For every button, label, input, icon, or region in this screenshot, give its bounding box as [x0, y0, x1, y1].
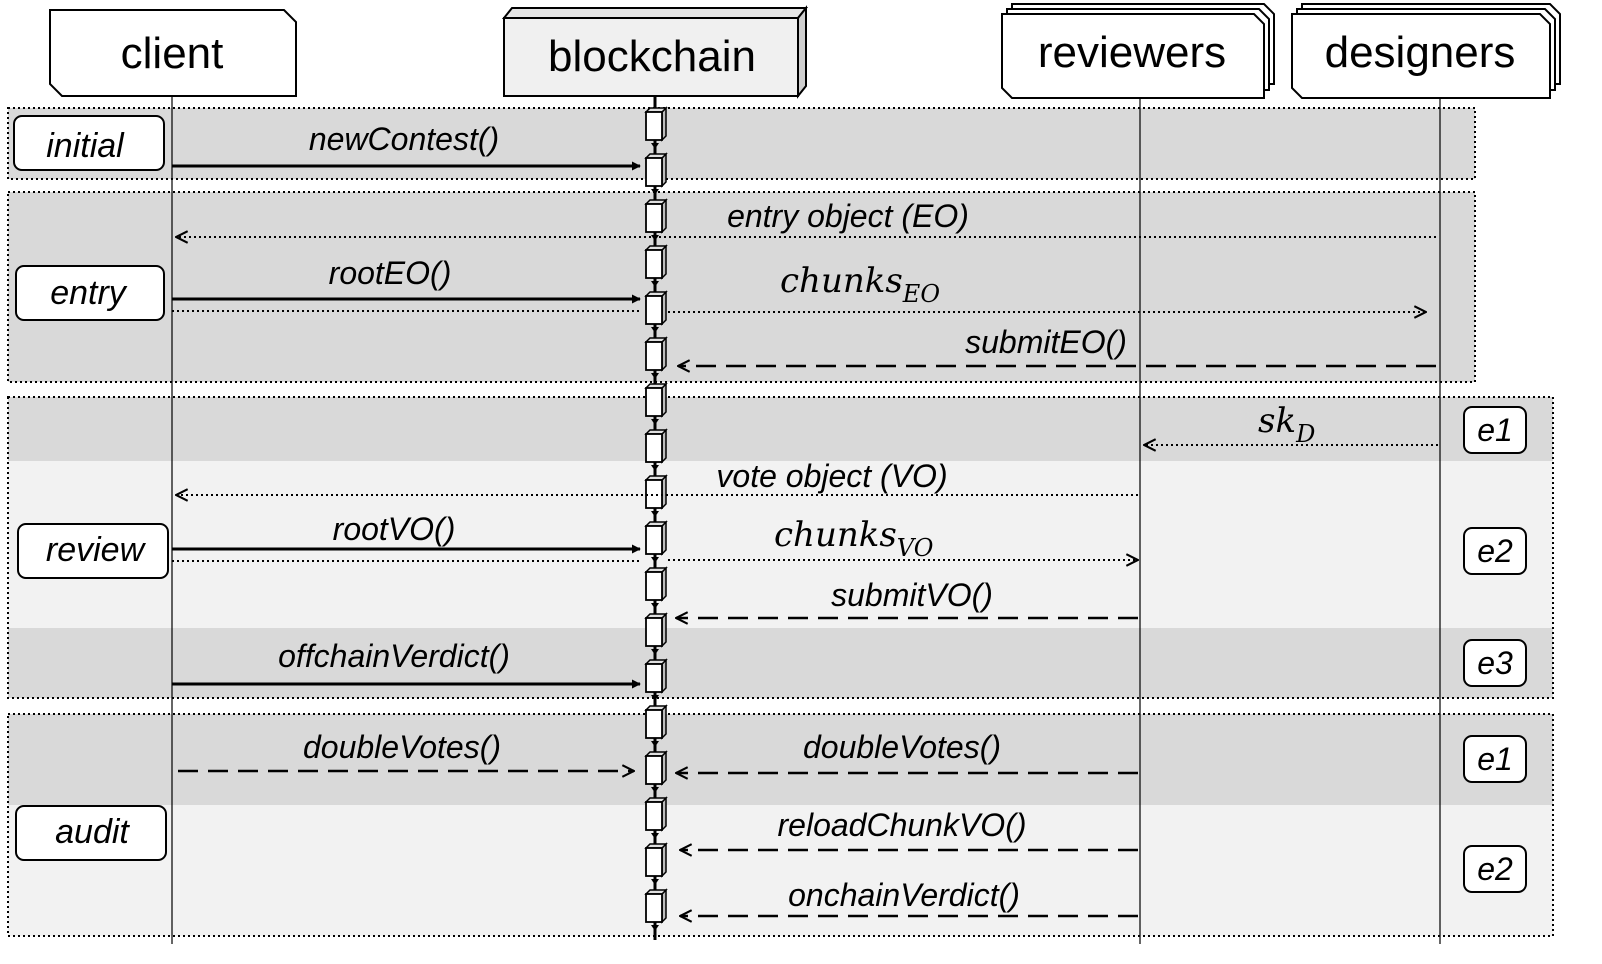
phase-label-entry: entry: [15, 265, 165, 321]
msg-chunks-vo: chunksVO: [774, 515, 934, 562]
tag-review-e2-text: e2: [1477, 533, 1513, 569]
phase-label-audit-text: audit: [55, 813, 130, 851]
phase-label-initial: initial: [13, 115, 165, 171]
actor-designers: designers: [1291, 3, 1561, 99]
msg-chunks-eo: chunksEO: [780, 261, 940, 308]
blockchain-block: [644, 244, 668, 287]
blockchain-block: [644, 566, 668, 609]
phase-band-review: [7, 396, 1554, 699]
phase-label-audit: audit: [15, 805, 167, 861]
tag-audit-e1-text: e1: [1477, 741, 1513, 777]
msg-double-votes-reviewers: doubleVotes(): [803, 729, 1001, 765]
blockchain-block: [644, 750, 668, 793]
msg-offchain-verdict: offchainVerdict(): [278, 638, 510, 674]
actor-designers-label: designers: [1325, 28, 1516, 77]
msg-sk-d: skD: [1258, 401, 1315, 448]
tag-review-e3-text: e3: [1477, 645, 1513, 681]
tag-review-e1: e1: [1463, 406, 1527, 454]
msg-submit-vo: submitVO(): [831, 577, 993, 613]
tag-audit-e1: e1: [1463, 735, 1527, 783]
actor-reviewers: reviewers: [1001, 3, 1275, 99]
msg-chunks-eo-base: chunks: [780, 261, 903, 301]
blockchain-block: [644, 428, 668, 471]
blockchain-block: [644, 290, 668, 333]
blockchain-block: [644, 152, 668, 195]
msg-sk-d-sub: D: [1295, 420, 1315, 448]
msg-vote-object: vote object (VO): [716, 458, 947, 494]
actor-blockchain: blockchain: [501, 5, 809, 99]
tag-audit-e2: e2: [1463, 845, 1527, 893]
msg-chunks-vo-base: chunks: [774, 515, 897, 555]
actor-client: client: [49, 9, 297, 97]
blockchain-block: [644, 336, 668, 379]
phase-label-review: review: [17, 523, 169, 579]
blockchain-block: [644, 106, 668, 149]
blockchain-block: [644, 796, 668, 839]
tag-review-e1-text: e1: [1477, 412, 1513, 448]
phase-label-entry-text: entry: [50, 274, 128, 312]
blockchain-block: [644, 658, 668, 701]
msg-root-vo: rootVO(): [333, 511, 456, 547]
phase-label-initial-text: initial: [46, 127, 125, 165]
phase-band-initial: [7, 107, 1476, 180]
blockchain-block: [644, 888, 668, 931]
msg-submit-eo: submitEO(): [965, 324, 1127, 360]
blockchain-blocks: [644, 106, 668, 931]
blockchain-block: [644, 704, 668, 747]
blockchain-block: [644, 520, 668, 563]
actor-blockchain-label: blockchain: [548, 32, 756, 81]
phase-label-review-text: review: [46, 531, 147, 569]
blockchain-block: [644, 382, 668, 425]
msg-entry-object: entry object (EO): [727, 198, 969, 234]
msg-chunks-vo-sub: VO: [897, 534, 934, 562]
msg-root-eo: rootEO(): [329, 255, 452, 291]
msg-reload-chunk-vo: reloadChunkVO(): [778, 807, 1027, 843]
blockchain-block: [644, 842, 668, 885]
blockchain-block: [644, 612, 668, 655]
blockchain-block: [644, 198, 668, 241]
msg-new-contest: newContest(): [309, 121, 499, 157]
phase-band-audit: [7, 713, 1554, 937]
actor-reviewers-label: reviewers: [1038, 28, 1226, 77]
msg-sk-d-base: sk: [1258, 401, 1296, 441]
tag-audit-e2-text: e2: [1477, 851, 1513, 887]
tag-review-e2: e2: [1463, 527, 1527, 575]
actor-client-label: client: [121, 29, 224, 78]
tag-review-e3: e3: [1463, 639, 1527, 687]
msg-onchain-verdict: onchainVerdict(): [788, 877, 1020, 913]
phase-band-entry: [7, 191, 1476, 383]
msg-chunks-eo-sub: EO: [902, 280, 941, 308]
msg-double-votes-client: doubleVotes(): [303, 729, 501, 765]
